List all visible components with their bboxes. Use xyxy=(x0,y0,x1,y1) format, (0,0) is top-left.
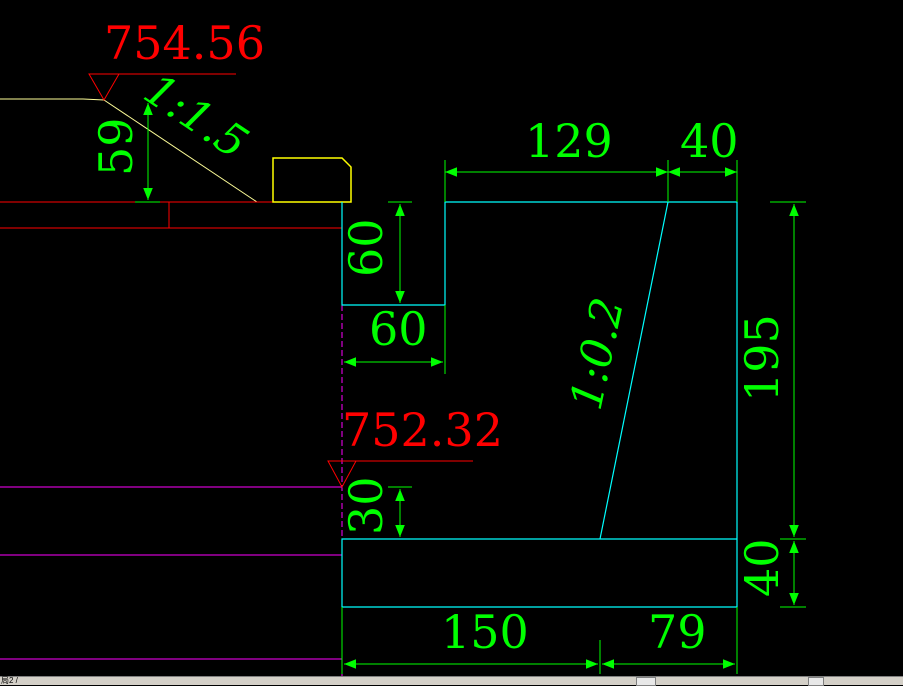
ground-lines xyxy=(0,98,352,676)
dimension-lines xyxy=(135,103,806,674)
elev-top-triangle xyxy=(88,73,120,102)
dim-60v-label: 60 xyxy=(339,218,393,277)
dim-129-label: 129 xyxy=(525,114,613,168)
embankment-slope xyxy=(103,99,258,203)
wall-back-face xyxy=(599,201,669,540)
slope-embankment-label: 1:1.5 xyxy=(135,64,257,169)
elevation-top: 754.56 xyxy=(104,16,265,70)
dimension-labels: 59 129 40 60 60 195 40 30 150 79 xyxy=(89,114,789,659)
dim-30-label: 30 xyxy=(339,476,393,535)
terrain-line xyxy=(0,98,105,101)
dim-79-label: 79 xyxy=(648,605,707,659)
dim-195-label: 195 xyxy=(735,314,789,402)
dim-40-base-label: 40 xyxy=(735,538,789,597)
elev-bottom-triangle xyxy=(327,460,357,489)
dim-60h-label: 60 xyxy=(369,302,428,356)
elevation-markers: 754.56 752.32 xyxy=(88,16,503,489)
dim-40-top-label: 40 xyxy=(680,114,739,168)
dim-59-label: 59 xyxy=(89,117,143,176)
status-bar: 局2 / xyxy=(0,676,903,686)
slope-wall-label: 1:0.2 xyxy=(561,293,634,414)
yellow-block xyxy=(272,157,352,203)
dim-150-label: 150 xyxy=(441,605,529,659)
layout-tab[interactable]: 局2 / xyxy=(1,676,18,685)
elevation-bottom: 752.32 xyxy=(342,403,503,457)
